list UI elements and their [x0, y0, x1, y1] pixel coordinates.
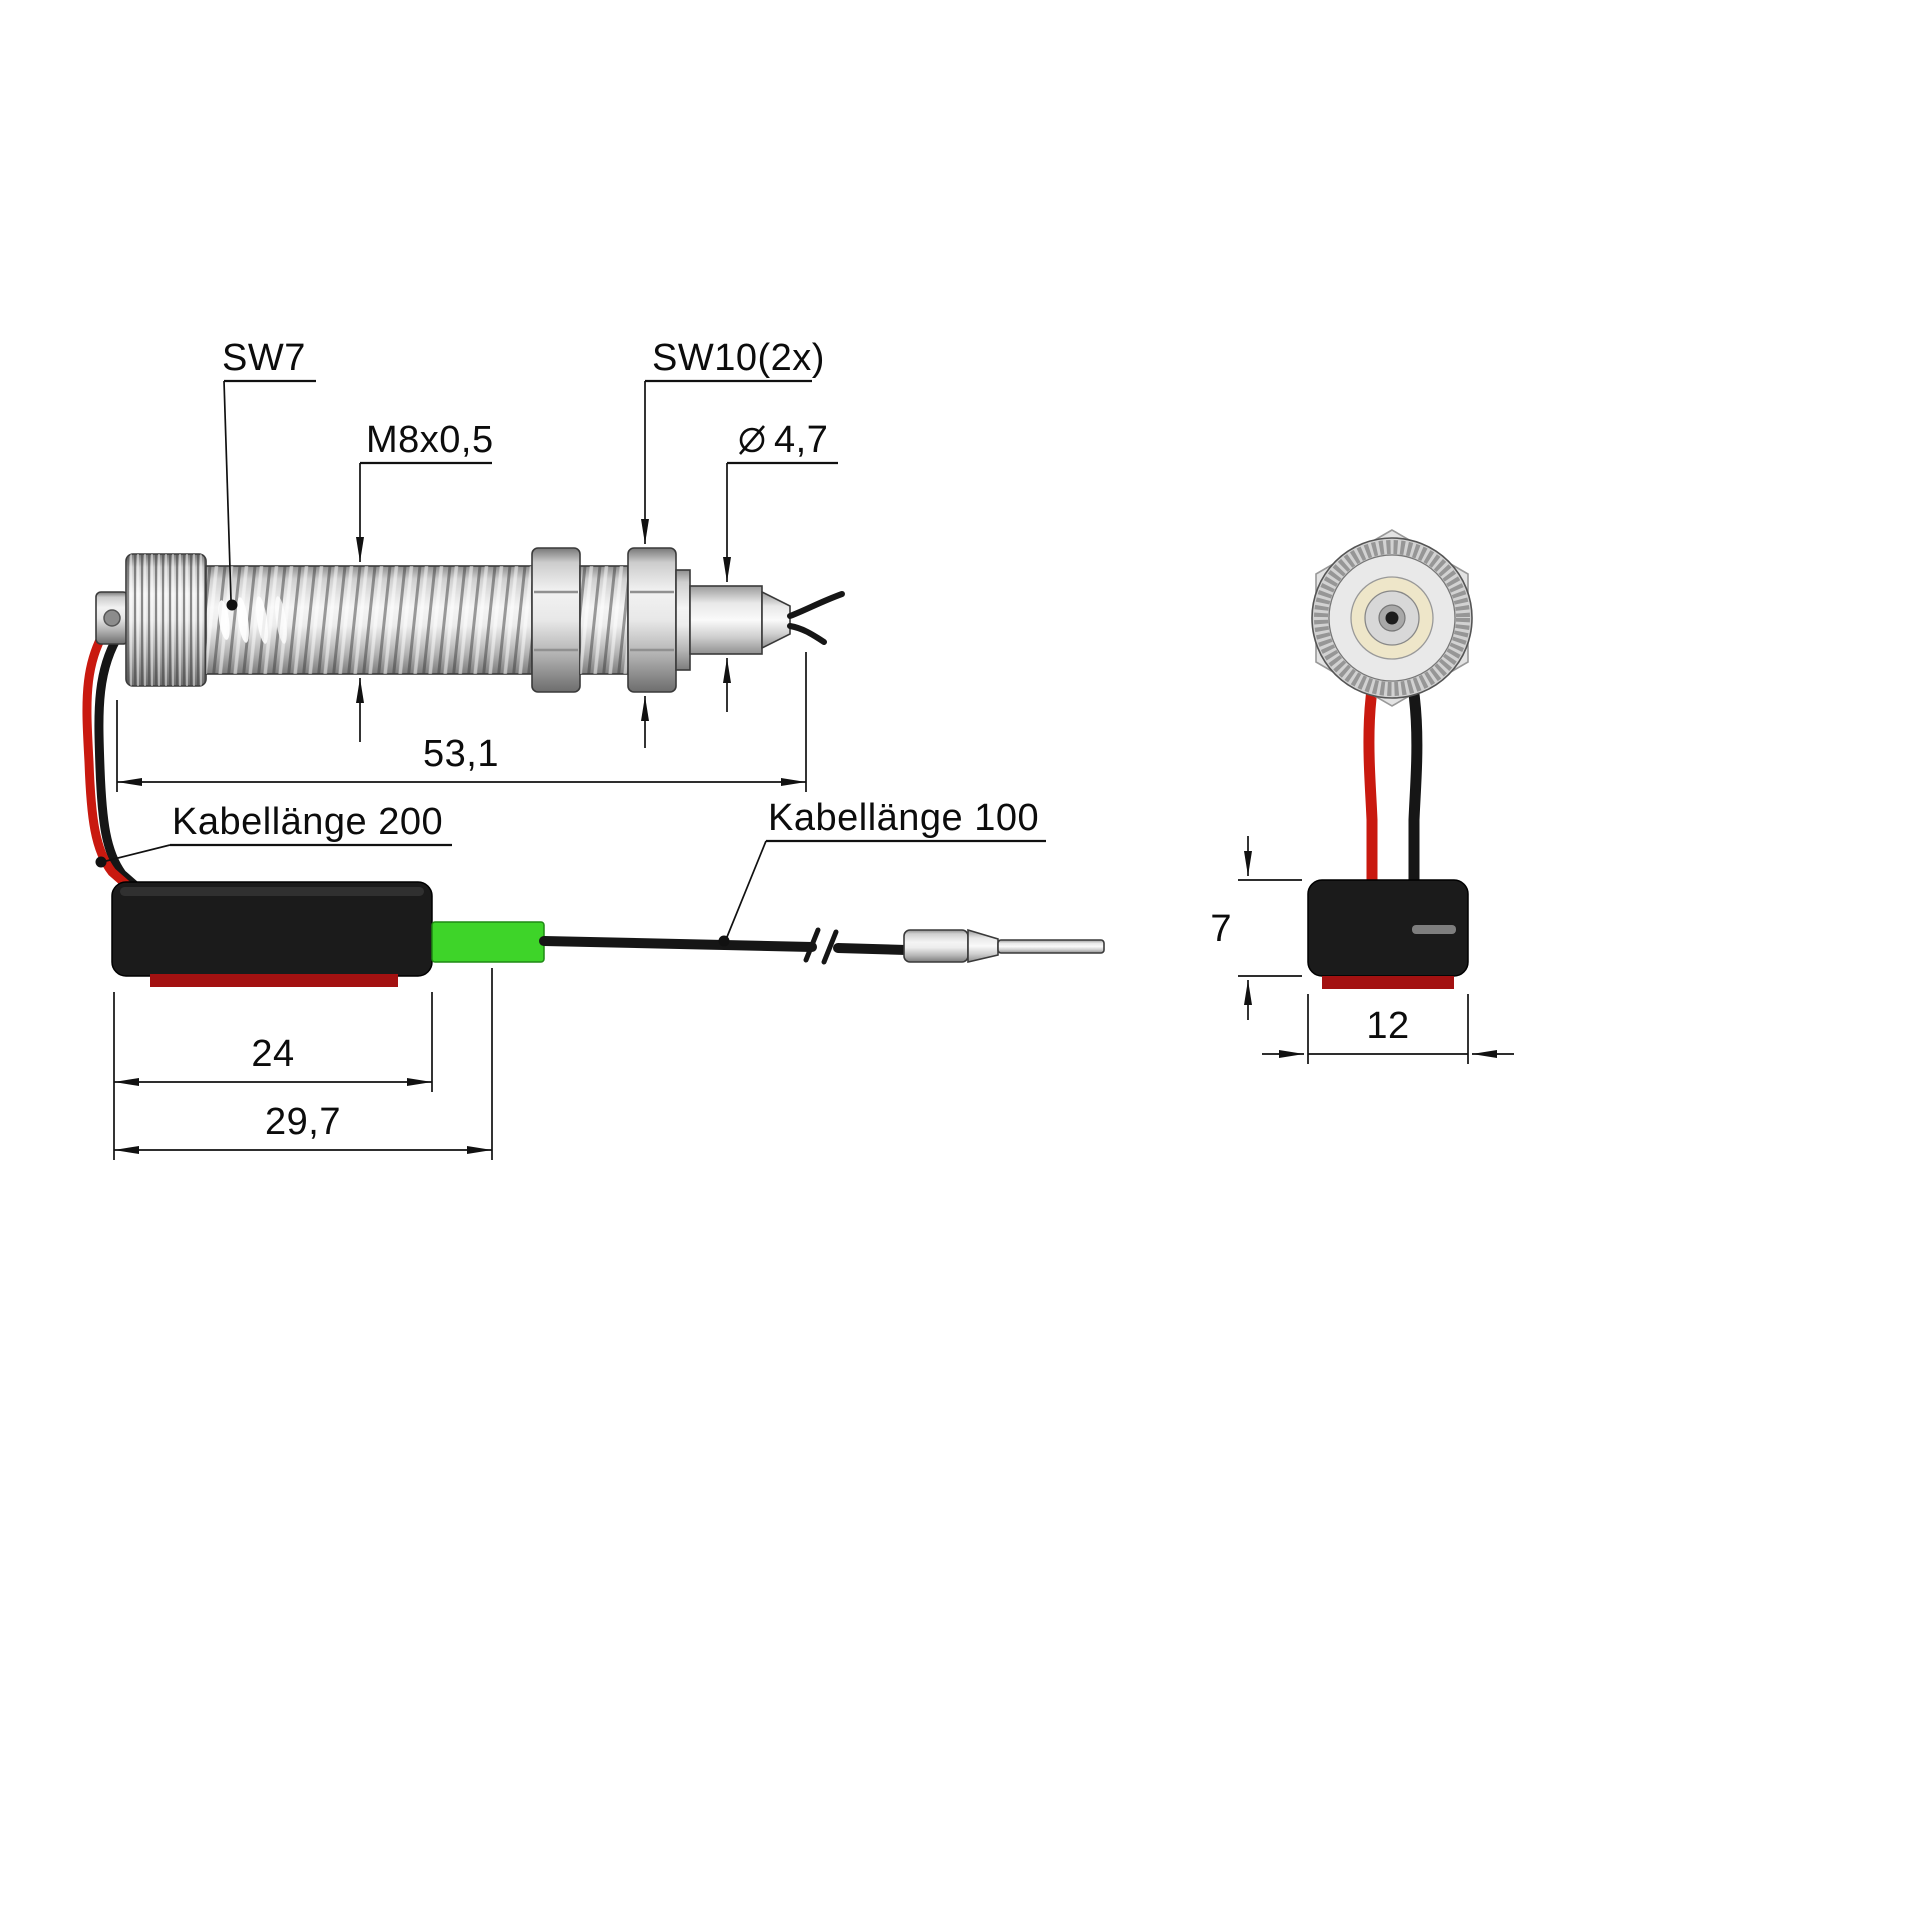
dim-overall-length	[116, 652, 807, 792]
label-cable100: Kabellänge 100	[768, 797, 1039, 839]
diameter-symbol-icon	[739, 425, 765, 455]
leader-sw10	[641, 379, 812, 748]
module-side-view: 7 12	[1210, 836, 1514, 1064]
leader-sw7	[223, 379, 316, 611]
thread-highlight	[275, 596, 287, 644]
dim-29-7	[113, 968, 493, 1160]
dim-7	[1238, 836, 1302, 1020]
dim-label-12: 12	[1366, 1005, 1409, 1047]
threaded-body	[205, 565, 533, 675]
leader-dot	[226, 599, 238, 611]
module-highlight	[120, 887, 424, 896]
label-diameter: 4,7	[774, 419, 828, 461]
adhesive-strip	[1322, 976, 1454, 989]
dim-label-7: 7	[1210, 908, 1232, 950]
leader-diameter	[723, 425, 838, 712]
thread-highlight	[237, 597, 249, 643]
dim-label-24: 24	[251, 1033, 294, 1075]
leader-m8	[356, 461, 492, 742]
thread-texture	[206, 566, 532, 674]
cable-break-icon	[803, 927, 821, 963]
sensor-cable-left	[82, 615, 143, 893]
wire-black	[94, 625, 143, 893]
label-m8: M8x0,5	[366, 419, 494, 461]
hex-nut-2	[627, 547, 677, 693]
leader-dot	[718, 935, 730, 947]
gland-bore	[103, 609, 121, 627]
wire-red	[82, 615, 133, 891]
sensor-side-view: SW7 M8x0,5 SW10(2x) 4,7	[82, 337, 845, 893]
thread-highlight	[218, 600, 230, 640]
knurl-texture	[126, 554, 206, 686]
dim-24	[113, 992, 433, 1092]
module-slot	[1412, 925, 1456, 934]
green-connector	[431, 921, 545, 963]
module-body	[111, 881, 433, 977]
center-hole	[1385, 611, 1399, 625]
leader-dot	[95, 856, 107, 868]
label-sw7: SW7	[222, 337, 306, 379]
signal-cable	[539, 927, 911, 965]
dim-label-29-7: 29,7	[265, 1101, 341, 1143]
sensor-tip-cylinder	[689, 585, 763, 655]
thread-highlight	[256, 596, 268, 644]
label-cable200: Kabellänge 200	[172, 801, 443, 843]
adhesive-strip	[150, 974, 398, 987]
thread-between-nuts	[579, 565, 629, 675]
sensor-tip-taper	[761, 590, 791, 650]
module-top-view: Kabellänge 200 Kabellänge 100	[95, 797, 1105, 1160]
leader-cable100	[718, 839, 1046, 947]
sensor-tip-wires	[787, 591, 845, 645]
sensor-front-view	[1311, 529, 1473, 894]
washer	[675, 569, 691, 671]
dim-label-53-1: 53,1	[423, 733, 499, 775]
knurled-cap	[125, 553, 207, 687]
cable-break-icon	[821, 929, 839, 965]
ferrule-pin	[997, 939, 1105, 954]
label-sw10: SW10(2x)	[652, 337, 825, 379]
cable-gland	[95, 591, 129, 645]
hex-nut-1	[531, 547, 581, 693]
leader-cable200	[95, 843, 452, 868]
wire-ferrule	[903, 928, 1105, 964]
dim-12	[1262, 994, 1514, 1064]
knurl-ring	[1314, 540, 1470, 696]
